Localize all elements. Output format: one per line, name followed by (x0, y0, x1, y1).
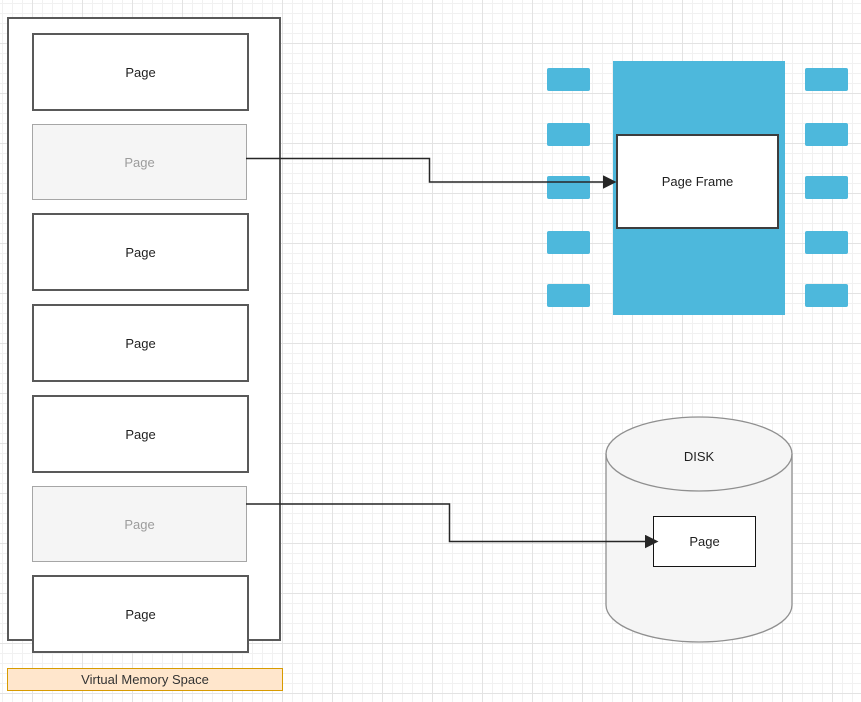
disk-title: DISK (683, 448, 715, 464)
vm-page-box-7: Page (32, 575, 249, 653)
chip-pin-right-2 (805, 123, 848, 146)
vm-page-box-2-mapped: Page (32, 124, 247, 200)
page-label: Page (125, 244, 156, 260)
virtual-memory-container: Page Page Page Page Page Page Page (7, 17, 281, 653)
chip-pin-right-3 (805, 176, 848, 199)
chip-pin-left-3 (547, 176, 590, 199)
page-label: Page (125, 426, 156, 442)
page-label: Page (125, 335, 156, 351)
vm-page-box-6-mapped: Page (32, 486, 247, 562)
chip-pin-right-1 (805, 68, 848, 91)
page-label: Page (124, 154, 155, 170)
page-frame-box: Page Frame (616, 134, 779, 229)
page-label: Page (125, 64, 156, 80)
page-label: Page (125, 606, 156, 622)
chip-pin-left-5 (547, 284, 590, 307)
chip-pin-left-1 (547, 68, 590, 91)
chip-pin-left-2 (547, 123, 590, 146)
disk-page-label: Page (689, 534, 720, 549)
arrow-page-to-disk (246, 503, 659, 549)
vm-page-box-1: Page (32, 33, 249, 111)
vm-page-box-5: Page (32, 395, 249, 473)
virtual-memory-space-label: Virtual Memory Space (7, 668, 283, 691)
chip-pin-right-4 (805, 231, 848, 254)
disk-top-rim (605, 453, 793, 492)
vm-page-box-3: Page (32, 213, 249, 291)
vm-page-box-4: Page (32, 304, 249, 382)
chip-pin-left-4 (547, 231, 590, 254)
chip-pin-right-5 (805, 284, 848, 307)
page-frame-label: Page Frame (661, 174, 734, 189)
page-label: Page (124, 516, 155, 532)
disk-page-box: Page (653, 516, 756, 567)
